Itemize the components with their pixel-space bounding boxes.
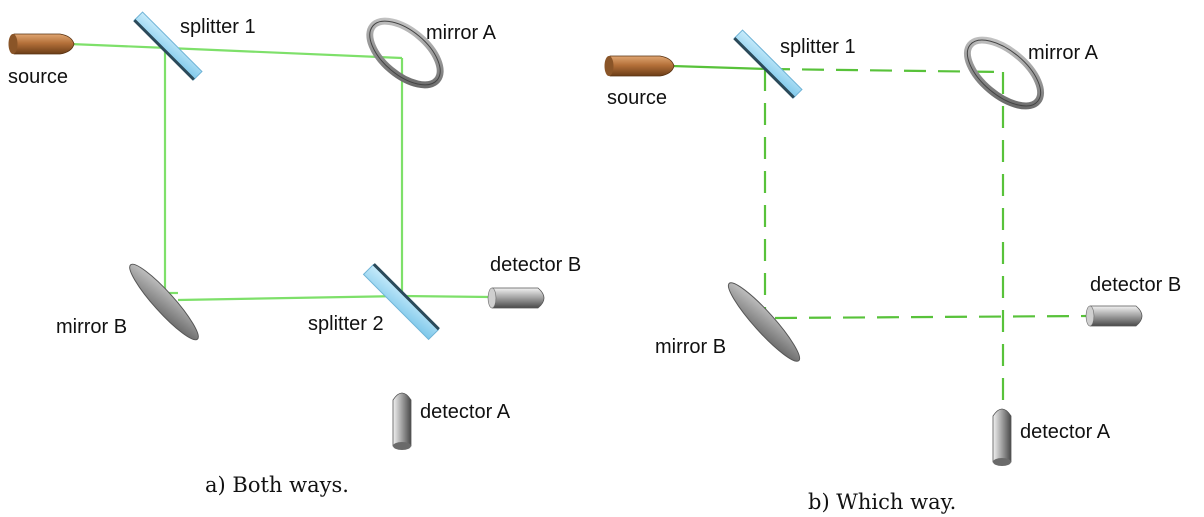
splitter-1-icon — [133, 11, 203, 81]
label-splitter-1: splitter 1 — [780, 36, 856, 58]
mirror-a-icon — [963, 36, 1045, 110]
caption-b: b) Which way. — [808, 490, 956, 514]
detector-a-icon — [392, 392, 412, 450]
beam-mirror-b-to-splitter2 — [177, 294, 403, 302]
panel-a-beams — [69, 42, 491, 302]
mirror-b-icon — [129, 263, 199, 341]
label-mirror-b: mirror B — [56, 316, 127, 338]
detector-b-icon — [1085, 305, 1143, 327]
beam-splitter2-to-detector-b — [401, 294, 491, 299]
source-icon — [8, 33, 75, 55]
beam-splitter1-to-mirror-a — [767, 67, 1004, 74]
panel-a: source splitter 1 mirror A mirror B spli… — [8, 11, 581, 497]
source-icon — [604, 55, 675, 77]
label-source: source — [607, 87, 667, 109]
beam-splitter1-to-mirror-a — [167, 46, 403, 60]
beam-mirror-b-to-detector-b — [774, 314, 1088, 320]
panel-b-beams — [671, 64, 1088, 402]
mirror-a-icon — [366, 17, 444, 89]
label-detector-b: detector B — [490, 254, 581, 276]
detector-b-icon — [487, 287, 545, 309]
beam-source-to-splitter1 — [69, 42, 169, 50]
label-mirror-a: mirror A — [426, 22, 497, 44]
label-detector-b: detector B — [1090, 274, 1181, 296]
beam-source-to-splitter1 — [671, 64, 769, 71]
label-mirror-a: mirror A — [1028, 42, 1099, 64]
detector-a-icon — [992, 408, 1012, 466]
label-detector-a: detector A — [420, 401, 511, 423]
caption-a: a) Both ways. — [205, 473, 349, 497]
label-source: source — [8, 66, 68, 88]
label-detector-a: detector A — [1020, 421, 1111, 443]
mirror-b-icon — [727, 282, 801, 362]
splitter-1-icon — [733, 29, 803, 99]
label-splitter-1: splitter 1 — [180, 16, 256, 38]
splitter-2-icon — [362, 263, 440, 341]
label-splitter-2: splitter 2 — [308, 313, 384, 335]
label-mirror-b: mirror B — [655, 336, 726, 358]
panel-b: source splitter 1 mirror A mirror B dete… — [604, 29, 1181, 514]
